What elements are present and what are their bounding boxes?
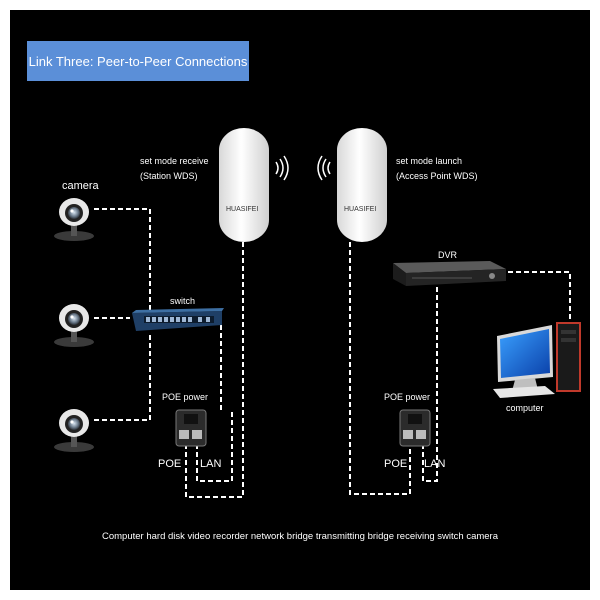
camera-icon <box>54 409 94 452</box>
lan-right-label: LAN <box>424 458 446 470</box>
right-poe-to-lan-line <box>422 285 438 482</box>
camera-icon <box>54 304 94 347</box>
camera-label: camera <box>62 180 99 192</box>
camera-icon <box>54 198 94 241</box>
camera1-to-switch-line <box>94 208 151 312</box>
poe-adapter-icon <box>175 409 207 447</box>
diagram-caption: Computer hard disk video recorder networ… <box>101 531 498 542</box>
right-bridge-mode-line2: (Access Point WDS) <box>396 171 478 181</box>
diagram-title: Link Three: Peer-to-Peer Connections <box>27 41 249 81</box>
poe-power-left-label: POE power <box>162 392 209 402</box>
left-poe-to-lan-line <box>196 412 233 482</box>
bridge-icon <box>219 128 269 242</box>
left-bridge-brand: HUASIFEI <box>226 206 259 213</box>
dvr-label: DVR <box>438 250 458 260</box>
poe-adapter-icon <box>399 409 431 447</box>
computer-icon <box>493 322 581 398</box>
right-bridge-to-poe-line <box>349 242 411 495</box>
left-bridge-mode-line2: (Station WDS) <box>140 171 198 181</box>
diagram-canvas <box>10 10 590 590</box>
left-bridge-to-poe-line <box>185 242 244 498</box>
left-bridge-mode-line1: set mode receive <box>140 156 209 166</box>
bridge-icon <box>337 128 387 242</box>
poe-left-label: POE <box>158 458 182 470</box>
dvr-icon <box>393 261 506 286</box>
switch-icon <box>132 308 224 331</box>
lan-left-label: LAN <box>200 458 222 470</box>
poe-right-label: POE <box>384 458 408 470</box>
computer-label: computer <box>506 403 544 413</box>
switch-to-poe-left-line <box>218 319 222 412</box>
wifi-signal-icon <box>317 155 331 181</box>
switch-label: switch <box>170 296 196 306</box>
right-bridge-mode-line1: set mode launch <box>396 156 463 166</box>
camera3-to-switch-line <box>94 332 151 421</box>
wifi-signal-icon <box>275 155 289 181</box>
poe-power-right-label: POE power <box>384 392 431 402</box>
right-bridge-brand: HUASIFEI <box>344 206 377 213</box>
dvr-to-computer-line <box>500 271 571 322</box>
